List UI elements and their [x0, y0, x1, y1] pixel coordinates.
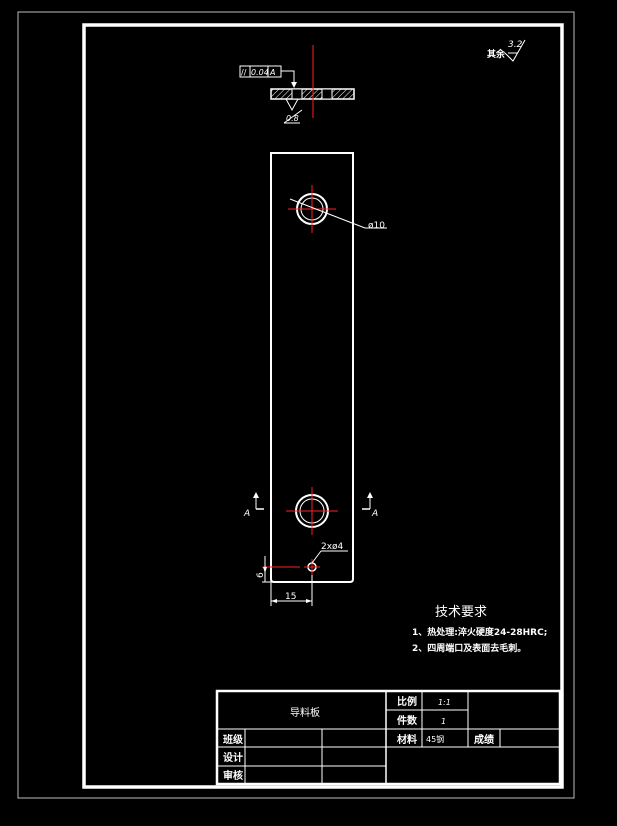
design-label: 设计	[223, 751, 243, 764]
svg-text:A: A	[243, 509, 250, 519]
dimension-vertical: 6	[256, 556, 300, 583]
small-hole: 2xø4	[304, 542, 348, 575]
horizontal-offset-label: 15	[285, 592, 296, 602]
scale-label: 比例	[397, 695, 417, 708]
small-hole-label: 2xø4	[321, 542, 344, 552]
bottom-hole	[286, 487, 338, 535]
tech-item-2: 2、四周端口及表面去毛刺。	[412, 642, 526, 654]
tolerance-datum: A	[269, 68, 275, 77]
tech-item-1: 1、热处理:淬火硬度24-28HRC;	[412, 626, 547, 638]
inner-frame	[82, 23, 564, 789]
plate-outline	[270, 152, 354, 583]
class-label: 班级	[223, 733, 244, 746]
scale-value: 1:1	[438, 698, 451, 707]
thickness-label: 0.8	[286, 114, 299, 123]
quantity-value: 1	[441, 717, 446, 726]
grade-label: 成绩	[474, 733, 494, 746]
parallelism-symbol: //	[241, 68, 247, 77]
vertical-offset-label: 6	[256, 572, 266, 578]
roughness-value: 3.2	[508, 40, 523, 50]
section-mark-left: A	[243, 492, 264, 519]
dimension-horizontal: 15	[270, 575, 313, 606]
hole-diameter-label: ø10	[368, 221, 385, 231]
roughness-label: 其余	[487, 48, 506, 60]
material-value: 45钢	[426, 734, 444, 744]
part-name: 导料板	[290, 706, 320, 719]
quantity-label: 件数	[397, 714, 418, 727]
svg-text:A: A	[371, 509, 378, 519]
material-label: 材料	[397, 733, 417, 746]
section-mark-right: A	[362, 492, 378, 519]
surface-roughness-symbol: 其余 3.2	[487, 39, 526, 62]
technical-requirements: 技术要求 1、热处理:淬火硬度24-28HRC; 2、四周端口及表面去毛刺。	[412, 605, 547, 654]
title-block	[215, 689, 562, 786]
top-hole: ø10	[288, 185, 387, 233]
tolerance-value: 0.04	[251, 68, 269, 77]
tolerance-frame: // 0.04 A	[239, 65, 297, 88]
review-label: 审核	[223, 769, 243, 782]
title-block-text: 导料板 比例 1:1 件数 1 材料 45钢 成绩 班级 设计 审核	[223, 695, 494, 782]
side-view: 0.8	[270, 45, 355, 124]
outer-border	[17, 11, 575, 799]
tech-title: 技术要求	[435, 605, 487, 620]
